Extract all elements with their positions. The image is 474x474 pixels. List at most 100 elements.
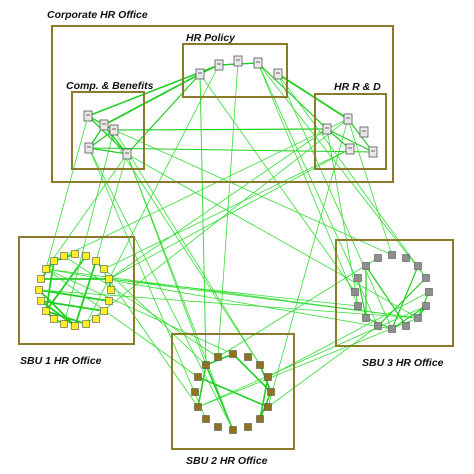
square-node-icon: [42, 265, 50, 273]
network-link: [63, 255, 219, 358]
square-node-icon: [92, 315, 100, 323]
square-node-icon: [422, 274, 430, 282]
square-node-icon: [354, 302, 362, 310]
document-node-icon: [84, 142, 94, 154]
comp-benefits-label: Comp. & Benefits: [66, 80, 154, 92]
document-node-icon: [345, 143, 355, 155]
square-node-icon: [50, 315, 58, 323]
square-node-icon: [71, 250, 79, 258]
square-node-icon: [214, 353, 222, 361]
document-node-icon: [368, 146, 378, 158]
square-node-icon: [414, 262, 422, 270]
square-node-icon: [256, 415, 264, 423]
square-node-icon: [107, 286, 115, 294]
network-link: [197, 305, 427, 408]
link-layer: [38, 60, 430, 431]
network-link: [326, 128, 374, 153]
square-node-icon: [388, 251, 396, 259]
network-link: [38, 289, 76, 327]
square-node-icon: [264, 403, 272, 411]
document-node-icon: [99, 119, 109, 131]
sbu3-office-box: [335, 239, 454, 347]
corporate-office-label: Corporate HR Office: [47, 9, 148, 21]
document-node-icon: [322, 123, 332, 135]
network-link: [95, 153, 128, 262]
network-link: [217, 60, 239, 358]
square-node-icon: [191, 388, 199, 396]
square-node-icon: [105, 297, 113, 305]
network-link: [259, 376, 269, 420]
network-link: [88, 147, 374, 153]
square-node-icon: [42, 307, 50, 315]
network-link: [63, 129, 115, 325]
network-link: [108, 128, 328, 280]
square-node-icon: [374, 254, 382, 262]
network-link: [126, 73, 201, 155]
square-node-icon: [202, 415, 210, 423]
square-node-icon: [194, 373, 202, 381]
square-node-icon: [425, 288, 433, 296]
square-node-icon: [402, 322, 410, 330]
network-link: [126, 153, 234, 431]
network-link: [45, 260, 55, 312]
network-link: [377, 277, 427, 327]
document-node-icon: [273, 68, 283, 80]
square-node-icon: [37, 275, 45, 283]
square-node-icon: [422, 302, 430, 310]
network-link: [85, 118, 349, 325]
network-link: [103, 148, 351, 270]
square-node-icon: [105, 275, 113, 283]
square-node-icon: [362, 314, 370, 322]
hr-policy-box: [182, 43, 288, 98]
network-link: [197, 317, 419, 408]
network-link: [267, 118, 349, 408]
square-node-icon: [244, 353, 252, 361]
network-link: [88, 147, 234, 431]
square-node-icon: [414, 314, 422, 322]
network-link: [126, 153, 419, 319]
network-link: [103, 124, 261, 366]
network-link: [199, 73, 207, 366]
network-link: [45, 268, 234, 355]
sbu2-office-label: SBU 2 HR Office: [186, 455, 268, 467]
network-link: [45, 115, 89, 270]
network-link: [217, 257, 379, 358]
network-link: [197, 364, 207, 408]
square-node-icon: [229, 426, 237, 434]
document-node-icon: [109, 124, 119, 136]
document-node-icon: [359, 126, 369, 138]
square-node-icon: [100, 265, 108, 273]
square-node-icon: [60, 252, 68, 260]
square-node-icon: [50, 257, 58, 265]
network-link: [88, 147, 128, 155]
square-node-icon: [264, 373, 272, 381]
square-node-icon: [202, 361, 210, 369]
sbu2-office-box: [171, 333, 295, 450]
network-link: [391, 265, 419, 330]
document-node-icon: [343, 113, 353, 125]
network-link: [87, 115, 128, 155]
network-link: [347, 118, 393, 256]
square-node-icon: [351, 288, 359, 296]
square-node-icon: [214, 423, 222, 431]
network-link: [257, 62, 427, 279]
network-link: [108, 278, 359, 307]
network-link: [257, 62, 379, 327]
network-link: [113, 129, 393, 256]
square-node-icon: [267, 388, 275, 396]
hr-policy-label: HR Policy: [186, 32, 236, 44]
square-node-icon: [194, 403, 202, 411]
square-node-icon: [35, 286, 43, 294]
square-node-icon: [402, 254, 410, 262]
network-link: [113, 128, 328, 131]
network-link: [95, 260, 199, 408]
network-link: [197, 376, 269, 408]
network-link: [45, 153, 128, 270]
node-layer: [35, 55, 433, 434]
square-node-icon: [100, 307, 108, 315]
network-link: [277, 73, 393, 330]
network-link: [277, 73, 427, 279]
square-node-icon: [229, 350, 237, 358]
document-node-icon: [233, 55, 243, 67]
sbu1-office-label: SBU 1 HR Office: [20, 355, 102, 367]
